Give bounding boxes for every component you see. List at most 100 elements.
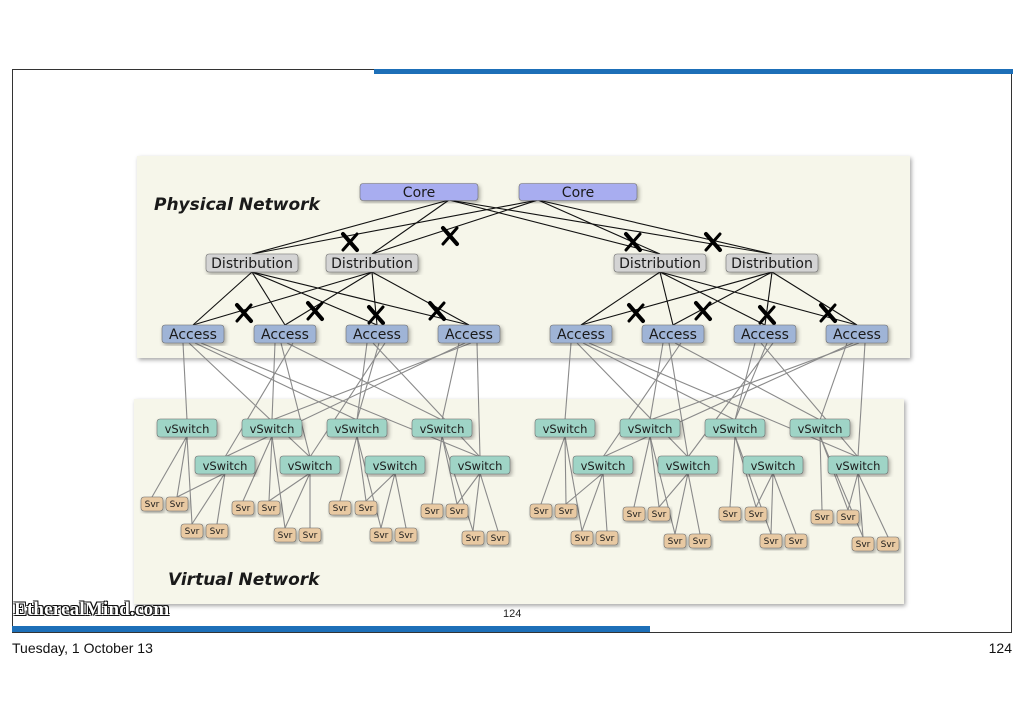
- server-label: Svr: [333, 504, 348, 514]
- vswitch-server-link: [565, 472, 604, 505]
- server-label: Svr: [450, 507, 465, 517]
- vswitch-server-link: [191, 472, 226, 525]
- footer-date: Tuesday, 1 October 13: [12, 640, 153, 656]
- server: Svr: [394, 527, 418, 543]
- access-vswitch-link: [602, 342, 682, 458]
- dist-access-link: [284, 271, 373, 326]
- vswitch-server-link: [456, 472, 481, 505]
- server-label: Svr: [185, 527, 200, 537]
- core-switch: Core: [518, 183, 638, 201]
- x-mark-icon: [441, 226, 459, 246]
- server: Svr: [876, 536, 900, 552]
- server-label: Svr: [262, 504, 277, 514]
- access-vswitch-link: [649, 342, 860, 421]
- vswitch-label: vSwitch: [836, 459, 881, 473]
- dist-access-link: [371, 271, 470, 326]
- server-label: Svr: [303, 531, 318, 541]
- vswitch-server-link: [857, 472, 864, 538]
- server-label: Svr: [693, 537, 708, 547]
- dist-access-link: [192, 271, 373, 326]
- virtual-network-title: Virtual Network: [168, 570, 321, 590]
- vswitch: vSwitch: [534, 418, 596, 438]
- access-vswitch-link: [668, 342, 689, 458]
- access-vswitch-link: [271, 342, 472, 421]
- access-vswitch-link: [857, 342, 866, 458]
- vswitch-label: vSwitch: [165, 422, 210, 436]
- server: Svr: [688, 533, 712, 549]
- access-switch-label: Access: [649, 327, 697, 343]
- access-vswitch-link: [182, 342, 188, 421]
- access-vswitch-link: [734, 342, 768, 421]
- access-vswitch-link: [687, 342, 774, 458]
- vswitch-server-link: [581, 472, 604, 532]
- server-label: Svr: [278, 531, 293, 541]
- vswitch-server-link: [176, 472, 226, 498]
- access-vswitch-link: [582, 342, 736, 421]
- server: Svr: [759, 533, 783, 549]
- vswitch-server-link: [186, 435, 193, 525]
- access-vswitch-link: [356, 342, 368, 421]
- vswitch-server-link: [649, 435, 660, 508]
- vswitch: vSwitch: [657, 455, 719, 475]
- server: Svr: [445, 503, 469, 519]
- vswitch: vSwitch: [742, 455, 804, 475]
- dist-access-link: [659, 271, 766, 326]
- dist-access-link: [771, 271, 858, 326]
- server-label: Svr: [210, 527, 225, 537]
- x-mark-icon: [819, 303, 837, 323]
- accent-bar-bottom: [12, 626, 650, 632]
- vswitch-server-link: [857, 472, 889, 538]
- server: Svr: [273, 527, 297, 543]
- footer-page-number: 124: [988, 640, 1012, 656]
- server: Svr: [180, 523, 204, 539]
- vswitch-label: vSwitch: [373, 459, 418, 473]
- server-label: Svr: [652, 510, 667, 520]
- distribution-switch-label: Distribution: [731, 256, 813, 272]
- server-label: Svr: [534, 507, 549, 517]
- vswitch-server-link: [394, 472, 407, 529]
- access-switch-label: Access: [353, 327, 401, 343]
- server: Svr: [165, 496, 189, 512]
- server-label: Svr: [236, 504, 251, 514]
- vswitch-server-link: [356, 435, 367, 502]
- access-switch: Access: [437, 324, 501, 344]
- vswitch-server-link: [284, 472, 311, 529]
- access-vswitch-link: [734, 342, 756, 421]
- server-label: Svr: [764, 537, 779, 547]
- vswitch: vSwitch: [241, 418, 303, 438]
- vswitch: vSwitch: [156, 418, 218, 438]
- server-label: Svr: [627, 510, 642, 520]
- vswitch-server-link: [151, 435, 188, 498]
- access-switch: Access: [161, 324, 225, 344]
- server: Svr: [529, 503, 553, 519]
- core-dist-link: [251, 199, 450, 255]
- dist-access-link: [659, 271, 674, 326]
- server-label: Svr: [559, 507, 574, 517]
- server: Svr: [140, 496, 164, 512]
- server-label: Svr: [575, 534, 590, 544]
- access-switch-label: Access: [261, 327, 309, 343]
- server-label: Svr: [359, 504, 374, 514]
- server: Svr: [354, 500, 378, 516]
- vswitch-label: vSwitch: [581, 459, 626, 473]
- access-switch: Access: [733, 324, 797, 344]
- server-label: Svr: [841, 513, 856, 523]
- vswitch-server-link: [431, 435, 443, 505]
- server-label: Svr: [668, 537, 683, 547]
- vswitch-server-link: [602, 472, 608, 532]
- access-vswitch-link: [309, 342, 386, 458]
- dist-access-link: [580, 271, 661, 326]
- x-mark-icon: [694, 301, 712, 321]
- access-vswitch-link: [576, 342, 689, 458]
- access-switch-label: Access: [169, 327, 217, 343]
- vswitch: vSwitch: [572, 455, 634, 475]
- vswitch-label: vSwitch: [628, 422, 673, 436]
- x-mark-icon: [306, 301, 324, 321]
- vswitch-server-link: [441, 435, 458, 505]
- x-mark-icon: [341, 232, 359, 252]
- vswitch-server-link: [772, 472, 797, 535]
- access-vswitch-link: [602, 342, 854, 458]
- dist-access-link: [192, 271, 253, 326]
- vswitch-server-link: [176, 435, 188, 498]
